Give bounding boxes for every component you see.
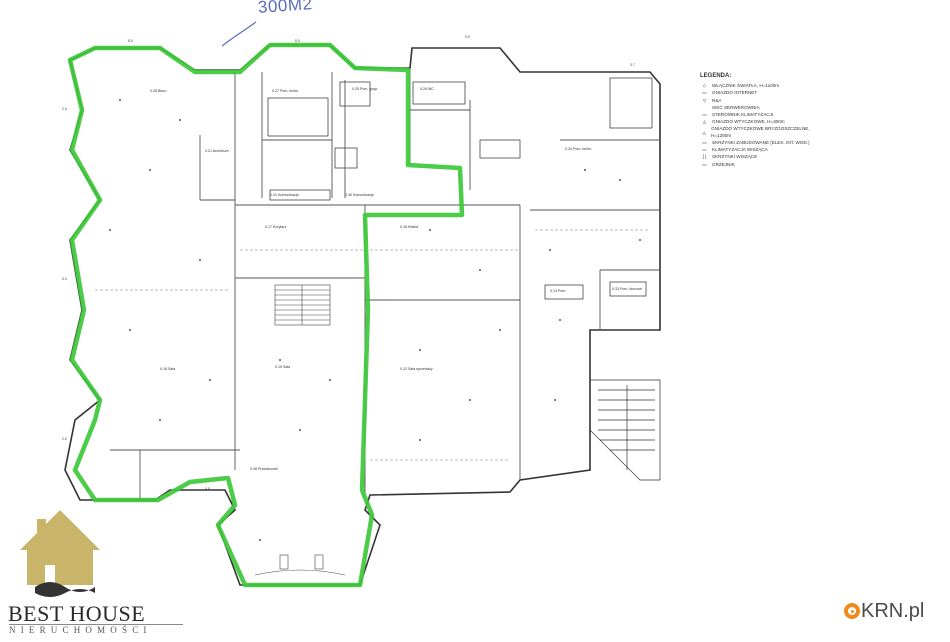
svg-text:0.12 Sala sprzedaży: 0.12 Sala sprzedaży	[400, 367, 433, 371]
svg-text:0.21 Archiwum: 0.21 Archiwum	[205, 149, 229, 153]
legend-title: LEGENDA:	[700, 73, 732, 79]
svg-text:3.7: 3.7	[630, 63, 635, 67]
legend-symbol: ▭	[702, 111, 707, 117]
legend-symbol: ◇	[702, 83, 707, 89]
krn-logo-icon	[844, 603, 860, 619]
wave-icon	[35, 582, 95, 597]
svg-text:0.28 Biuro: 0.28 Biuro	[150, 89, 166, 93]
legend-label: SKRZYNKI ZABUDOWANE (ELEK. INT. WOD.)	[712, 140, 810, 146]
svg-text:8.5: 8.5	[128, 39, 133, 43]
legend-item: ▭ SKRZYNKI ZABUDOWANE (ELEK. INT. WOD.)	[700, 139, 820, 146]
legend-item: ▭ STEROWNIK KLIMATYZACJI	[700, 111, 820, 118]
legend-symbol: ▭	[702, 140, 707, 146]
svg-text:9.5: 9.5	[465, 35, 470, 39]
legend-item: ▽ R&A	[700, 97, 820, 104]
legend-label: STEROWNIK KLIMATYZACJI	[712, 111, 774, 117]
highlight-outline	[67, 42, 465, 588]
krn-watermark: KRN.pl	[844, 600, 924, 623]
legend: LEGENDA: ◇ WŁĄCZNIK ŚWIATŁA, H=1100m ▭ GNI…	[700, 72, 820, 168]
legend-label: SIEĆ SERWEROWNIA	[712, 104, 760, 110]
legend-label: WŁĄCZNIK ŚWIATŁA, H=1100m	[712, 83, 780, 89]
svg-text:0.33 Pom. biurowe: 0.33 Pom. biurowe	[612, 287, 642, 291]
svg-text:0.27 Pom. techn.: 0.27 Pom. techn.	[272, 89, 299, 93]
legend-label: GNIAZDO WTYCZKOWE BRYZGOSZCZELNE, H=1200…	[711, 125, 810, 139]
legend-item: SIEĆ SERWEROWNIA	[700, 104, 820, 111]
svg-text:2.6: 2.6	[62, 437, 67, 441]
svg-text:0.18 Sala: 0.18 Sala	[160, 367, 175, 371]
legend-symbol: ▭	[702, 90, 707, 96]
house-roof-icon	[20, 510, 100, 585]
legend-item: ◇ WŁĄCZNIK ŚWIATŁA, H=1100m	[700, 82, 820, 89]
svg-text:0.08 Przedsionek: 0.08 Przedsionek	[250, 467, 278, 471]
brand-subtitle: NIERUCHOMOŚCI	[9, 625, 152, 635]
legend-item: ▭ GNIAZDO INTERNET	[700, 89, 820, 96]
legend-symbol: ▭	[702, 161, 707, 167]
brand-logo	[20, 510, 100, 597]
svg-text:8.5: 8.5	[295, 39, 300, 43]
svg-text:0.16 Klatka: 0.16 Klatka	[400, 225, 418, 229]
svg-text:0.30 Komunikacja: 0.30 Komunikacja	[345, 193, 374, 197]
chimney-icon	[37, 519, 46, 539]
svg-text:0.26 WC: 0.26 WC	[420, 87, 434, 91]
legend-symbol: ▽	[702, 97, 707, 103]
brand-name: BEST HOUSE	[8, 601, 146, 626]
svg-text:0.5: 0.5	[205, 487, 210, 491]
legend-label: R&A	[712, 97, 722, 103]
krn-watermark-text: KRN.pl	[861, 600, 925, 622]
legend-item: ▭ GRZEJNIK	[700, 161, 820, 168]
outer-wall	[64, 44, 661, 586]
brand-divider	[9, 624, 183, 625]
legend-symbol: ◬	[702, 118, 707, 124]
svg-text:0.31 Komunikacja: 0.31 Komunikacja	[270, 193, 299, 197]
legend-item: ▭ KLIMATYZACJA WISZĄCA	[700, 146, 820, 153]
svg-text:0.25 Pom. gosp.: 0.25 Pom. gosp.	[352, 87, 378, 91]
legend-label: GNIAZDO WTYCZKOWE, H=300m	[712, 118, 785, 124]
legend-item: ◬ GNIAZDO WTYCZKOWE, H=300m	[700, 118, 820, 125]
legend-label: KLIMATYZACJA WISZĄCA	[712, 147, 768, 153]
svg-text:0.24 Pom. techn.: 0.24 Pom. techn.	[565, 147, 592, 151]
svg-text:0.15 Sala: 0.15 Sala	[275, 365, 290, 369]
svg-text:0.17 Korytarz: 0.17 Korytarz	[265, 225, 287, 229]
svg-text:2.6: 2.6	[62, 107, 67, 111]
legend-label: GRZEJNIK	[712, 161, 735, 167]
legend-symbol: ▭	[702, 147, 707, 153]
legend-symbol: ◬	[702, 129, 706, 135]
svg-text:0.13 Pom.: 0.13 Pom.	[550, 289, 566, 293]
annotation-arrow	[221, 21, 257, 47]
legend-label: SKRZYNKI WISZĄCE	[712, 154, 758, 160]
legend-item: [ ] SKRZYNKI WISZĄCE	[700, 153, 820, 160]
svg-text:5.0: 5.0	[62, 277, 67, 281]
legend-label: GNIAZDO INTERNET	[712, 90, 758, 96]
legend-item: ◬ GNIAZDO WTYCZKOWE BRYZGOSZCZELNE, H=120…	[700, 125, 820, 139]
legend-symbol: [ ]	[702, 154, 707, 160]
